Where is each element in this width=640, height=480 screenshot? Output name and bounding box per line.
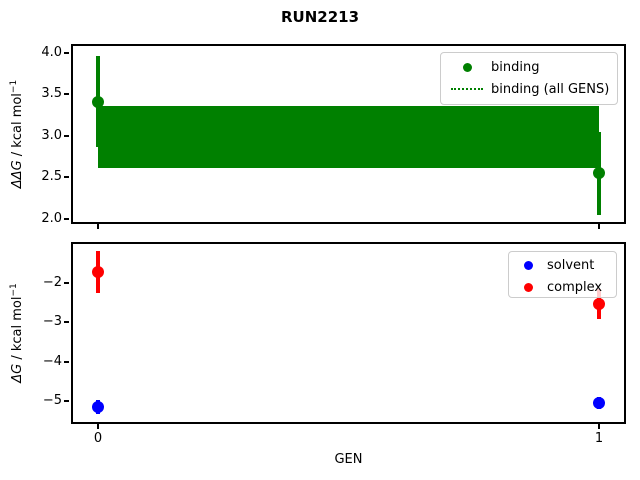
- y-tick-label: −3: [42, 314, 62, 330]
- legend-marker-cell: [515, 260, 541, 270]
- y-tick-mark: [64, 134, 69, 137]
- y-tick-label: −4: [42, 353, 62, 369]
- y-tick-mark: [64, 93, 69, 96]
- solvent-marker: [592, 397, 605, 410]
- figure-title: RUN2213: [280, 8, 360, 26]
- x-tick-mark: [97, 424, 100, 429]
- legend-dg: solvent complex: [508, 251, 617, 298]
- complex-marker: [592, 297, 605, 310]
- legend-entry-binding: binding: [447, 56, 611, 78]
- legend-entry-complex: complex: [515, 276, 612, 298]
- y-tick-label: 4.0: [41, 44, 62, 60]
- complex-marker: [92, 266, 105, 279]
- binding-marker: [592, 167, 605, 180]
- legend-binding: binding binding (all GENS): [440, 52, 618, 105]
- legend-entry-solvent: solvent: [515, 254, 612, 276]
- uncertainty-band: [98, 105, 599, 169]
- xlabel-gen: GEN: [334, 452, 363, 467]
- y-tick-label: 3.5: [41, 86, 62, 102]
- binding-marker: [92, 95, 105, 108]
- ylabel-dg-math: ΔG: [10, 363, 26, 383]
- ylabel-ddg-math: ΔΔG: [10, 160, 26, 189]
- legend-label-binding: binding: [491, 59, 540, 75]
- y-tick-label: 3.0: [41, 127, 62, 143]
- legend-entry-binding-all-gens: binding (all GENS): [447, 78, 611, 100]
- ylabel-dg-sup: −1: [8, 283, 19, 297]
- binding-all-gens-line-icon: [451, 88, 483, 90]
- binding-dot-icon: [462, 62, 472, 72]
- y-tick-label: −2: [42, 274, 62, 290]
- solvent-marker: [92, 401, 105, 413]
- y-tick-mark: [64, 217, 69, 220]
- ylabel-ddg-units: / kcal mol: [10, 93, 26, 161]
- y-tick-mark: [64, 51, 69, 54]
- legend-marker-cell: [447, 62, 487, 72]
- y-tick-label: 2.0: [41, 210, 62, 226]
- axes-dg: solvent complex −2 −3 −4 −5 0 1: [43, 242, 626, 446]
- legend-label-binding-all-gens: binding (all GENS): [491, 81, 610, 97]
- x-tick-mark: [597, 224, 600, 229]
- y-tick-mark: [64, 176, 69, 179]
- x-tick-mark: [97, 224, 100, 229]
- legend-marker-cell: [515, 282, 541, 292]
- legend-label-complex: complex: [547, 279, 603, 295]
- y-tick-mark: [64, 281, 69, 284]
- x-tick-label: 1: [594, 431, 604, 446]
- y-tick-label: −5: [42, 393, 62, 409]
- y-tick-mark: [64, 321, 69, 324]
- complex-dot-icon: [523, 282, 533, 292]
- ylabel-dg-units: / kcal mol: [10, 296, 26, 364]
- y-tick-mark: [64, 400, 69, 403]
- legend-marker-cell: [447, 88, 487, 90]
- ylabel-ddg-sup: −1: [8, 79, 19, 94]
- solvent-dot-icon: [523, 260, 533, 270]
- x-tick-label: 0: [93, 431, 103, 446]
- x-tick-mark: [597, 424, 600, 429]
- y-tick-mark: [64, 360, 69, 363]
- axes-binding: binding binding (all GENS) 4.0 3.5 3.0 2.5 2…: [41, 44, 626, 229]
- y-tick-label: 2.5: [41, 169, 62, 185]
- legend-label-solvent: solvent: [547, 257, 595, 273]
